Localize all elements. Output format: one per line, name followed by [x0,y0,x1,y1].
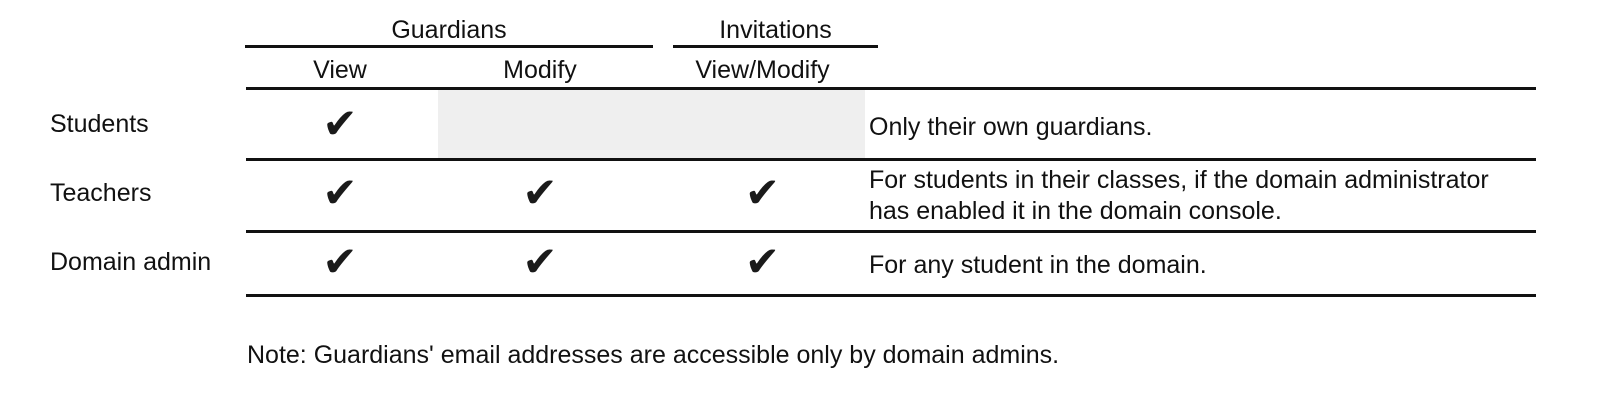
row-label-teachers: Teachers [50,179,152,207]
row-rule-after-students [246,158,1536,161]
check-icon-domain-admin-guardians-modify: ✔ [522,237,558,286]
row-rule-after-teachers [246,230,1536,233]
table-bottom-rule [246,294,1536,297]
check-icon-students-guardians-view: ✔ [322,99,358,148]
column-header-modify: Modify [503,56,577,84]
row-label-domain-admin: Domain admin [50,248,212,276]
column-group-header-guardians: Guardians [391,16,507,44]
group-rule-invitations [673,45,878,48]
row-note-students: Only their own guardians. [869,113,1153,141]
row-label-students: Students [50,110,149,138]
check-icon-domain-admin-guardians-view: ✔ [322,237,358,286]
check-icon-teachers-guardians-view: ✔ [322,168,358,217]
check-icon-teachers-invitations-view-modify: ✔ [744,168,781,217]
check-icon-domain-admin-invitations-view-modify: ✔ [744,237,781,286]
column-header-view-modify: View/Modify [695,56,830,84]
cell-shade-students-modify-invitations [438,90,865,159]
row-note-teachers: For students in their classes, if the do… [869,166,1489,225]
footer-note: Note: Guardians' email addresses are acc… [247,341,1060,369]
check-icon-teachers-guardians-modify: ✔ [522,168,558,217]
row-note-domain-admin: For any student in the domain. [869,251,1207,279]
column-group-header-invitations: Invitations [719,16,832,44]
table-top-rule [246,87,1536,90]
group-rule-guardians [245,45,653,48]
column-header-view: View [313,56,367,84]
